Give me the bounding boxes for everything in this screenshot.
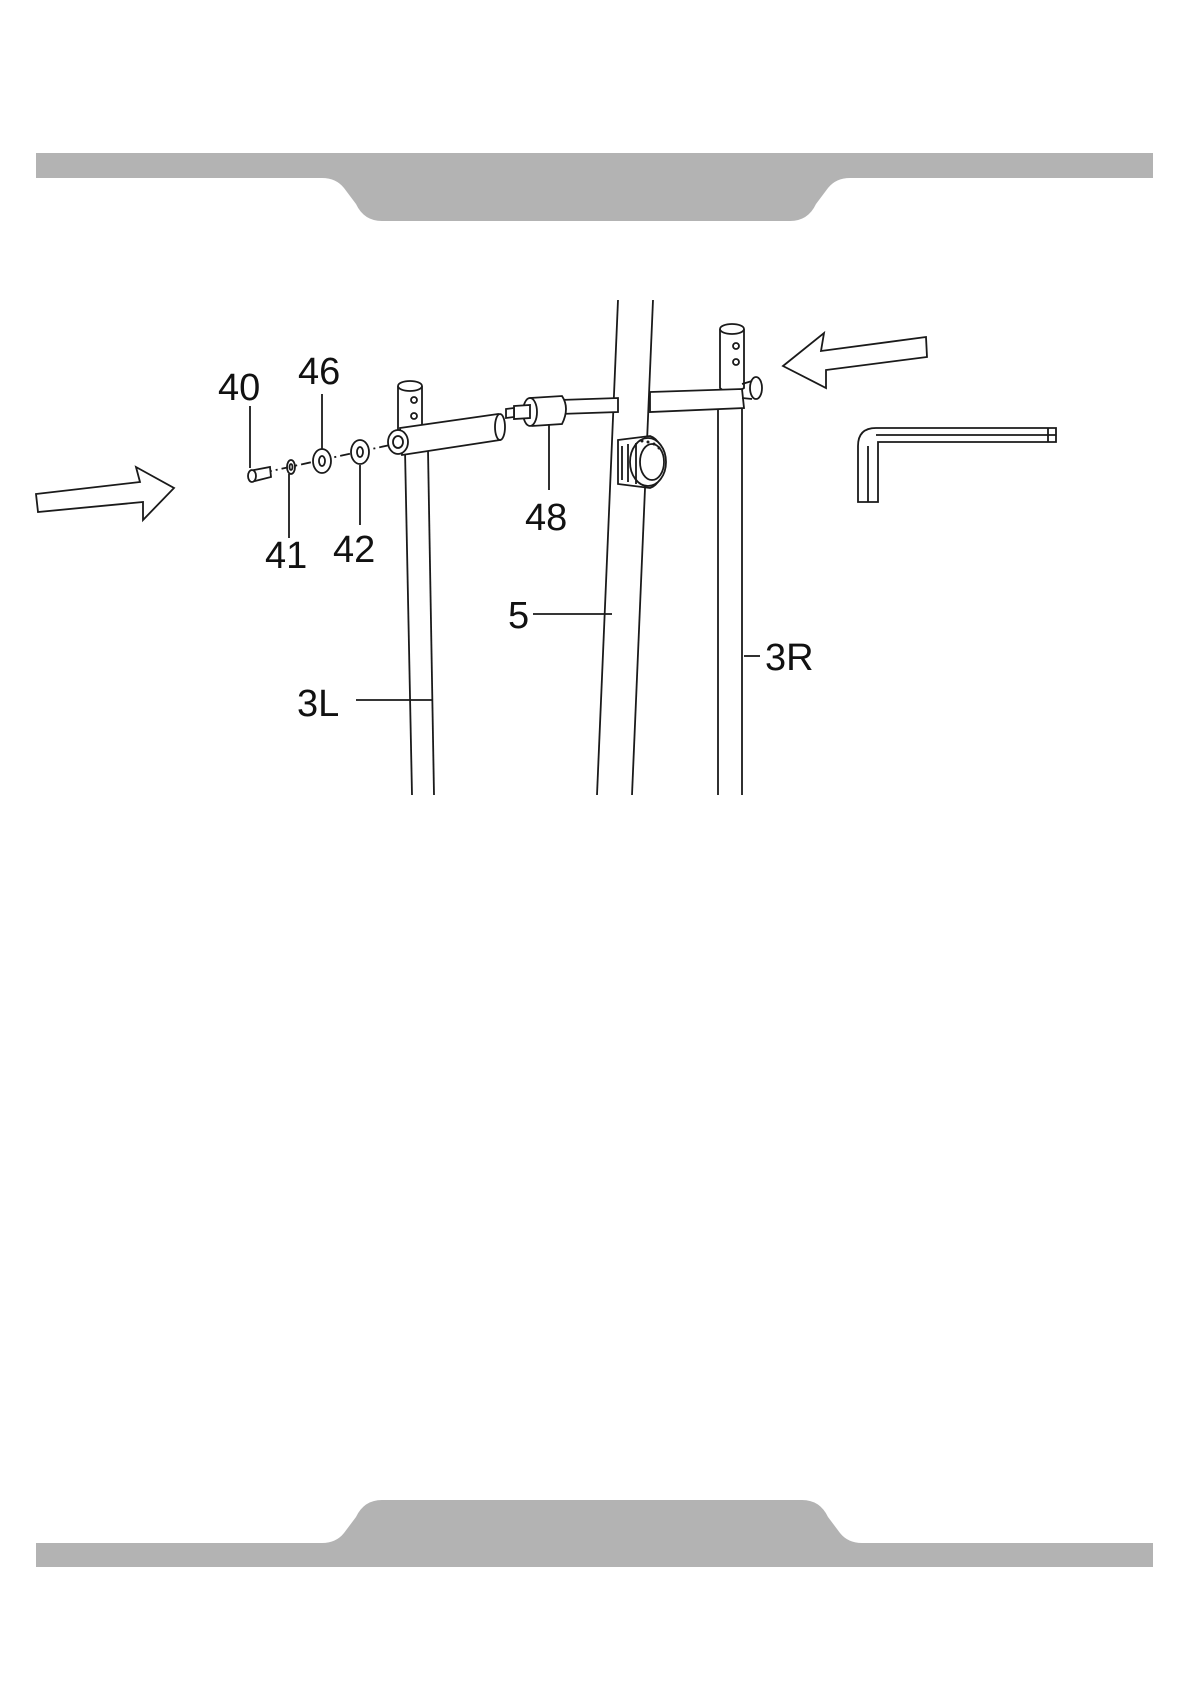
label-part-5: 5: [508, 595, 529, 637]
leader-lines: [250, 394, 760, 700]
fastener-set: [248, 440, 390, 482]
tension-knob-icon: [618, 436, 666, 488]
header-band: [36, 153, 1153, 221]
footer-band: [36, 1500, 1153, 1567]
label-part-40: 40: [218, 367, 260, 409]
allen-key-icon: [858, 428, 1056, 502]
right-upright: [650, 324, 762, 795]
label-part-46: 46: [298, 351, 340, 393]
center-tube: [597, 300, 653, 795]
label-part-3l: 3L: [297, 683, 339, 725]
label-part-48: 48: [525, 497, 567, 539]
left-upright: [388, 381, 505, 795]
right-arrow-icon: [783, 333, 927, 388]
label-part-41: 41: [265, 535, 307, 577]
label-part-42: 42: [333, 529, 375, 571]
label-part-3r: 3R: [765, 637, 814, 679]
left-arrow-icon: [36, 467, 174, 520]
axle-rod: [506, 396, 618, 426]
